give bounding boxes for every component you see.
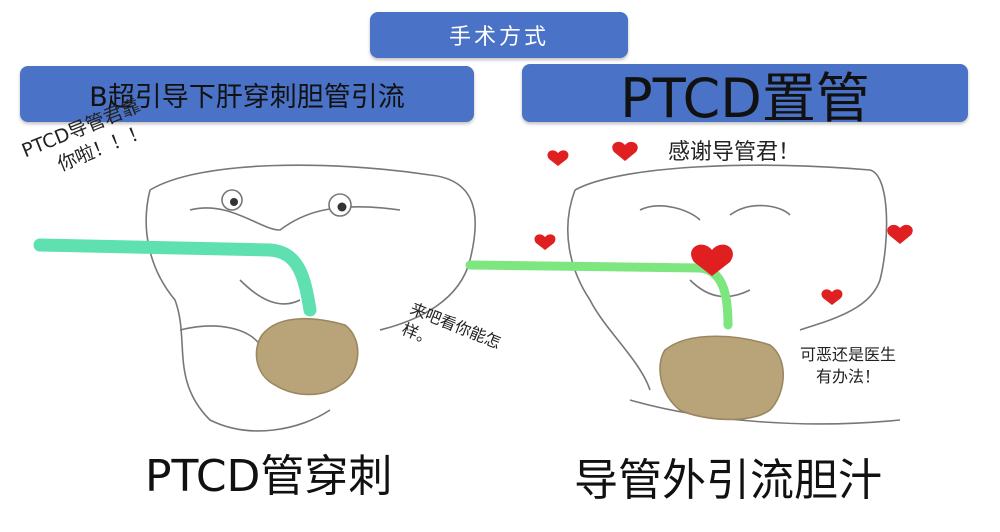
- right-method-text: PTCD置管: [620, 66, 870, 130]
- speech-stone-right: 可恶还是医生 有办法！: [800, 344, 896, 388]
- left-method-label: B超引导下肝穿刺胆管引流: [20, 66, 474, 122]
- speech-stone-right-line1: 可恶还是医生: [800, 345, 897, 364]
- right-caption: 导管外引流胆汁: [574, 455, 882, 506]
- left-tube: [33, 238, 317, 317]
- surgery-method-header: 手术方式: [370, 12, 628, 58]
- right-liver-outline: [567, 164, 901, 425]
- left-caption: PTCD管穿刺: [145, 451, 393, 502]
- left-stone: [255, 317, 359, 396]
- speech-liver: 感谢导管君！: [668, 140, 801, 165]
- left-method-text: B超引导下肝穿刺胆管引流: [89, 81, 405, 113]
- heart-icons: [534, 141, 913, 305]
- right-stone: [659, 335, 784, 421]
- right-method-label: PTCD置管: [522, 64, 968, 130]
- right-tube: [465, 260, 733, 330]
- right-liver-inner: [639, 204, 791, 298]
- header-title: 手术方式: [448, 25, 549, 50]
- speech-stone-right-line2: 有办法！: [816, 367, 881, 386]
